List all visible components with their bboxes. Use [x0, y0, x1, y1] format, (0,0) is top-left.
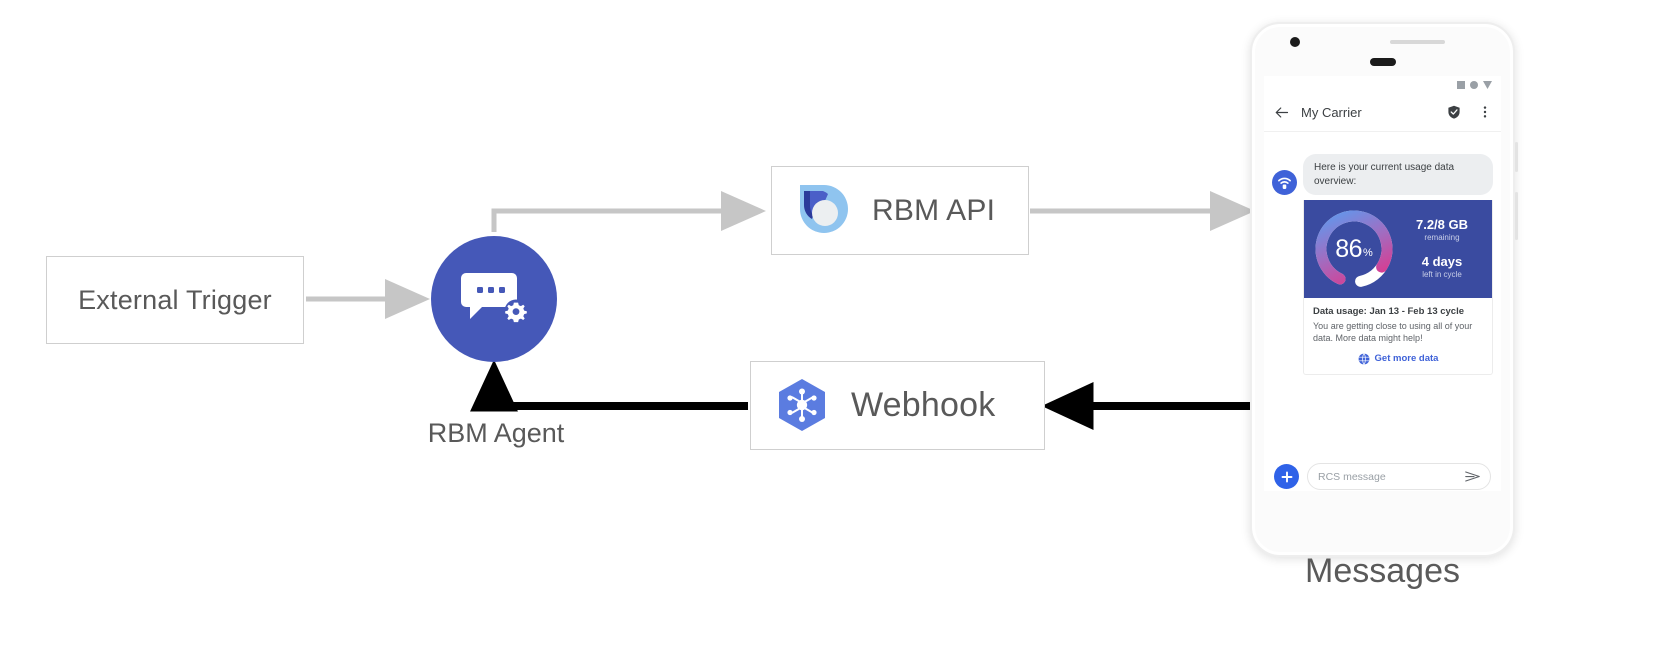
get-more-data-button[interactable]: Get more data: [1313, 352, 1483, 367]
card-stats: 7.2/8 GB remaining 4 days left in cycle: [1400, 216, 1488, 281]
connector-agent-to-api: [491, 191, 767, 232]
webhook-hexagon-icon: [779, 378, 825, 431]
stat-value: 4 days: [1421, 254, 1463, 269]
verified-shield-icon[interactable]: [1447, 105, 1461, 119]
stat-value: 7.2/8 GB: [1415, 216, 1469, 232]
app-bar: My Carrier: [1264, 93, 1501, 132]
stat-caption: left in cycle: [1422, 270, 1462, 280]
card-media: 86 % 7.2/8 GB remaining 4 days le: [1304, 200, 1492, 298]
rcs-message-input[interactable]: RCS message: [1307, 463, 1491, 490]
globe-icon: [1358, 352, 1369, 365]
back-arrow-icon[interactable]: [1274, 105, 1289, 120]
gauge-number: 86: [1335, 234, 1363, 263]
signal-icon: [1457, 80, 1465, 89]
rcs-message-placeholder: RCS message: [1318, 470, 1386, 483]
card-description: You are getting close to using all of yo…: [1313, 321, 1473, 344]
power-button[interactable]: [1515, 142, 1518, 172]
wifi-dot-icon: [1470, 80, 1478, 89]
rbm-api-label: RBM API: [872, 193, 996, 227]
plus-icon[interactable]: [1274, 464, 1299, 489]
chat-gear-icon: [461, 273, 528, 323]
rbm-agent-label: RBM Agent: [427, 418, 565, 448]
send-icon[interactable]: [1465, 470, 1480, 483]
proximity-sensor-icon: [1390, 40, 1445, 44]
webhook-node[interactable]: Webhook: [750, 361, 1045, 450]
conversation-area: Here is your current usage data overview…: [1264, 132, 1501, 456]
phone-screen: My Carrier: [1264, 76, 1501, 491]
card-body: Data usage: Jan 13 - Feb 13 cycle You ar…: [1304, 298, 1492, 374]
usage-gauge: 86 %: [1308, 203, 1400, 295]
stat-days-left: 4 days left in cycle: [1400, 254, 1484, 280]
rich-card[interactable]: 86 % 7.2/8 GB remaining 4 days le: [1303, 200, 1493, 375]
incoming-message-row: Here is your current usage data overview…: [1272, 154, 1493, 195]
card-title: Data usage: Jan 13 - Feb 13 cycle: [1313, 306, 1465, 317]
messages-label: Messages: [1305, 552, 1460, 590]
stat-caption: remaining: [1424, 232, 1460, 242]
webhook-label: Webhook: [851, 386, 996, 424]
earpiece-speaker-icon: [1370, 58, 1396, 66]
rbm-api-logo-icon: [800, 184, 848, 233]
battery-icon: [1483, 80, 1492, 89]
carrier-wifi-avatar-icon: [1272, 170, 1297, 195]
external-trigger-label: External Trigger: [78, 284, 272, 315]
app-bar-title: My Carrier: [1301, 104, 1362, 120]
gauge-ring-icon: [1315, 210, 1393, 288]
phone-mockup: My Carrier: [1250, 22, 1518, 557]
message-bubble: Here is your current usage data overview…: [1303, 154, 1493, 195]
stat-data-remaining: 7.2/8 GB remaining: [1400, 216, 1484, 243]
status-bar: [1264, 76, 1501, 93]
rbm-api-node[interactable]: RBM API: [771, 166, 1029, 255]
volume-button[interactable]: [1515, 192, 1518, 240]
gauge-percent-sign: %: [1363, 247, 1373, 259]
rbm-agent-node[interactable]: [431, 236, 557, 362]
get-more-data-label: Get more data: [1374, 353, 1439, 365]
more-vertical-icon[interactable]: [1479, 105, 1491, 119]
gauge-readout: 86 %: [1308, 203, 1400, 295]
front-camera-icon: [1290, 37, 1300, 47]
message-composer: RCS message: [1264, 456, 1501, 491]
external-trigger-node[interactable]: External Trigger: [46, 256, 304, 344]
connector-webhook-to-agent: [470, 359, 748, 412]
